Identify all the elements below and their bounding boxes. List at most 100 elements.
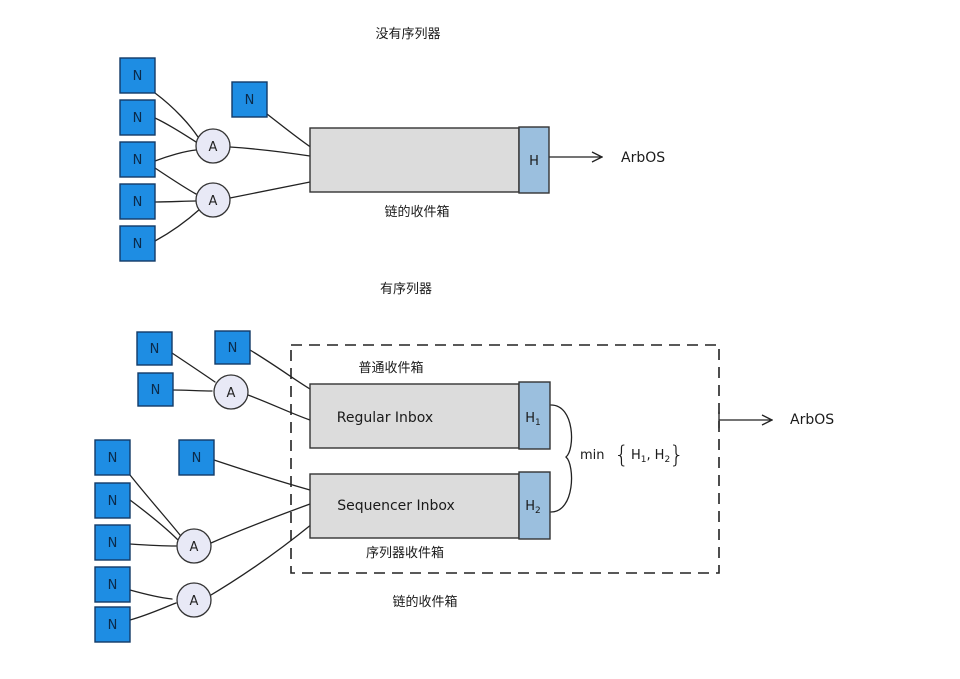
node-box <box>119 225 156 262</box>
node-label: N <box>108 618 118 633</box>
section-with-sequencer: 有序列器 N N <box>94 282 834 643</box>
aggregator: A <box>176 582 212 618</box>
min-brace-open: { <box>614 441 629 469</box>
edge-node-to-agg <box>129 474 181 536</box>
edge-node-3-to-agg-2 <box>154 167 197 195</box>
inbox-head <box>518 471 551 540</box>
node-label: N <box>133 195 143 210</box>
min-expression: min { H1,H2 } <box>580 441 684 469</box>
node: N <box>94 439 131 476</box>
chain-inbox: H <box>309 126 550 194</box>
node-box <box>214 330 251 365</box>
node-label: N <box>192 451 202 466</box>
edge-node-to-agg <box>129 499 179 541</box>
aggregator-label: A <box>227 386 236 401</box>
min-set: H1,H2 <box>631 448 670 465</box>
node-label: N <box>108 451 118 466</box>
node-box <box>94 482 131 519</box>
node-label: N <box>151 383 161 398</box>
node-label: N <box>108 494 118 509</box>
head-letter: H <box>525 411 535 426</box>
node: N <box>94 606 131 643</box>
chain-inbox-caption: 链的收件箱 <box>392 594 457 610</box>
edge-agg-to-sequencer <box>205 523 313 599</box>
head-subscript: 1 <box>535 418 541 428</box>
edge-node-to-agg <box>171 352 216 383</box>
node: N <box>119 225 156 262</box>
edge-node-to-agg <box>129 589 173 600</box>
aggregator-label: A <box>190 540 199 555</box>
head-label: H1 <box>525 411 541 428</box>
inbox-head <box>518 126 550 194</box>
node: N <box>214 330 251 365</box>
edges <box>154 92 602 242</box>
node-box <box>119 99 156 136</box>
edge-agg-1-to-inbox <box>229 146 311 157</box>
edge-node-1-to-agg-1 <box>154 92 199 138</box>
node: N <box>94 566 131 603</box>
node: N <box>94 524 131 561</box>
node: N <box>119 183 156 220</box>
node-label: N <box>133 69 143 84</box>
edge-node-to-agg <box>172 389 213 392</box>
section-without-sequencer: 没有序列器 N N N N <box>119 27 665 262</box>
aggregator: A <box>176 528 212 564</box>
inbox-body <box>309 127 520 193</box>
regular-inbox: Regular Inbox H1 <box>309 381 551 450</box>
section-title: 有序列器 <box>380 282 432 297</box>
node-box <box>137 372 174 407</box>
aggregator: A <box>195 128 231 164</box>
node: N <box>119 99 156 136</box>
node: N <box>94 482 131 519</box>
min-set-b-sub: 2 <box>664 455 670 465</box>
sequencer-inbox-caption: 序列器收件箱 <box>366 545 444 561</box>
arbos-label: ArbOS <box>621 150 665 166</box>
node-box <box>94 606 131 643</box>
min-set-a-sub: 1 <box>641 455 647 465</box>
node-label: N <box>150 342 160 357</box>
edge-node-to-agg <box>129 543 177 547</box>
node-box <box>178 439 215 476</box>
edges <box>129 349 772 621</box>
node-box <box>94 524 131 561</box>
edge-agg-2-to-inbox <box>229 181 311 199</box>
aggregator-circle <box>176 528 212 564</box>
node: N <box>178 439 215 476</box>
node-label: N <box>133 153 143 168</box>
edge-node-to-agg <box>129 602 177 621</box>
node-box <box>119 57 156 94</box>
node-box <box>136 331 173 366</box>
node-box <box>94 439 131 476</box>
min-label: min <box>580 448 605 463</box>
node-label: N <box>228 341 238 356</box>
inbox-caption: 链的收件箱 <box>384 204 449 220</box>
node: N <box>119 141 156 178</box>
aggregator: A <box>213 374 249 410</box>
edge-node-3-to-agg-1 <box>154 149 197 162</box>
node-label: N <box>108 578 118 593</box>
node-label: N <box>245 93 255 108</box>
node-label: N <box>108 536 118 551</box>
head-label: H2 <box>525 499 541 516</box>
edge-agg-to-sequencer <box>210 503 311 544</box>
node: N <box>119 57 156 94</box>
min-brace-close: } <box>669 441 684 469</box>
node: N <box>137 372 174 407</box>
aggregator-label: A <box>209 194 218 209</box>
edge-direct-node-to-sequencer <box>213 459 311 491</box>
inbox-head <box>518 381 551 450</box>
aggregator-circle <box>213 374 249 410</box>
aggregator-label: A <box>209 140 218 155</box>
arbos-label: ArbOS <box>790 412 834 428</box>
sequencer-inbox: Sequencer Inbox H2 <box>309 471 551 540</box>
node-box <box>231 81 268 118</box>
aggregator-circle <box>195 182 231 218</box>
head-letter: H <box>525 499 535 514</box>
aggregator-label: A <box>190 594 199 609</box>
inbox-body <box>309 383 520 449</box>
inbox-name: Regular Inbox <box>337 410 433 426</box>
aggregator-circle <box>176 582 212 618</box>
section-title: 没有序列器 <box>375 27 440 42</box>
node-box <box>119 183 156 220</box>
